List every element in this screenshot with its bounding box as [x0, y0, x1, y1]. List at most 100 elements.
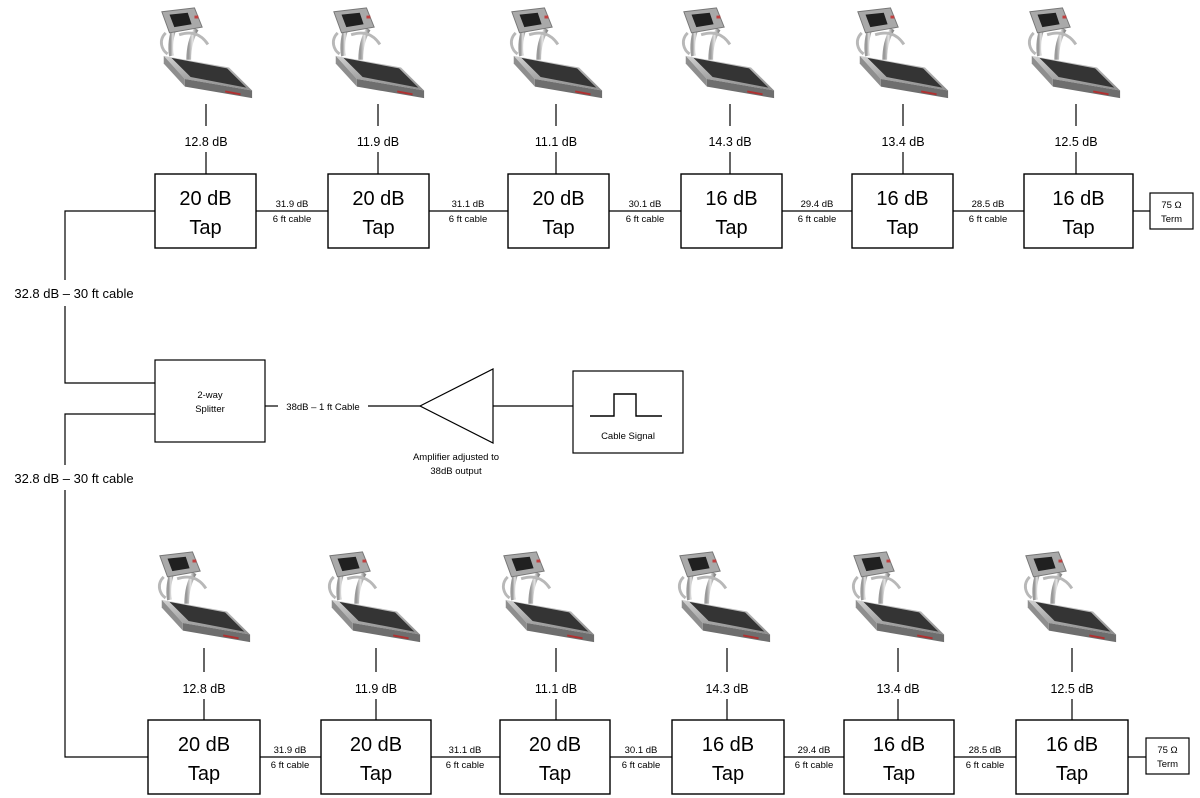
link-cable-label: 6 ft cable [966, 760, 1005, 771]
lower-link-4: 29.4 dB 6 ft cable [784, 745, 844, 771]
splitter-link-label: 38dB – 1 ft Cable [286, 402, 359, 413]
tap-value: 20 dB [350, 734, 402, 756]
pulse-waveform-icon [590, 393, 662, 417]
terminator-line2: Term [1157, 759, 1178, 770]
splitter-box [154, 359, 266, 443]
link-cable-label: 6 ft cable [622, 760, 661, 771]
drop-level-label: 11.1 dB [535, 682, 577, 696]
lower-unit-6: 12.5 dB 16 dB Tap [1015, 552, 1129, 795]
upper-unit-1: 12.8 dB 20 dB Tap [154, 8, 257, 249]
terminator-line2: Term [1161, 214, 1182, 225]
tap-value: 20 dB [352, 188, 404, 210]
tap-word: Tap [712, 763, 744, 785]
tap-box [1023, 173, 1134, 249]
tap-value: 20 dB [532, 188, 584, 210]
drop-level-label: 12.8 dB [184, 135, 227, 149]
lower-link-2: 31.1 dB 6 ft cable [431, 745, 500, 771]
feed-cable-line [64, 413, 155, 465]
amplifier: Amplifier adjusted to 38dB output [413, 368, 499, 477]
splitter-line1: 2-way [197, 390, 223, 401]
drop-level-label: 12.5 dB [1054, 135, 1097, 149]
feed-cable-line [64, 306, 155, 384]
drop-level-label: 13.4 dB [881, 135, 924, 149]
link-cable-label: 6 ft cable [798, 214, 837, 225]
link-cable-label: 6 ft cable [626, 214, 665, 225]
tap-value: 20 dB [178, 734, 230, 756]
upper-link-5: 28.5 dB 6 ft cable [953, 199, 1024, 225]
tap-word: Tap [188, 763, 220, 785]
link-level-label: 31.9 dB [274, 745, 307, 756]
tap-value: 16 dB [873, 734, 925, 756]
treadmill-icon [511, 8, 602, 98]
upper-unit-2: 11.9 dB 20 dB Tap [327, 8, 430, 249]
upper-feed: 32.8 dB – 30 ft cable [14, 210, 155, 384]
upper-unit-3: 11.1 dB 20 dB Tap [507, 8, 610, 249]
signal-source-box [572, 370, 684, 454]
upper-unit-6: 12.5 dB 16 dB Tap [1023, 8, 1134, 249]
tap-word: Tap [539, 763, 571, 785]
terminator-line1: 75 Ω [1161, 200, 1181, 211]
lower-feed: 32.8 dB – 30 ft cable [14, 413, 155, 758]
tap-value: 16 dB [702, 734, 754, 756]
treadmill-icon [853, 552, 944, 642]
tap-value: 16 dB [1052, 188, 1104, 210]
lower-unit-4: 14.3 dB 16 dB Tap [671, 552, 785, 795]
terminator-box [1145, 737, 1190, 775]
tap-word: Tap [362, 217, 394, 239]
link-level-label: 30.1 dB [629, 199, 662, 210]
lower-chain: 32.8 dB – 30 ft cable 12.8 dB 20 dB Tap … [14, 413, 1190, 795]
tap-word: Tap [883, 763, 915, 785]
upper-link-4: 29.4 dB 6 ft cable [782, 199, 852, 225]
treadmill-icon [857, 8, 948, 98]
tap-value: 20 dB [179, 188, 231, 210]
tap-word: Tap [715, 217, 747, 239]
treadmill-icon [159, 552, 250, 642]
lower-unit-3: 11.1 dB 20 dB Tap [499, 552, 611, 795]
drop-level-label: 12.5 dB [1050, 682, 1093, 696]
amplifier-line2: 38dB output [430, 466, 482, 477]
drop-level-label: 11.9 dB [357, 135, 399, 149]
upper-chain: 12.8 dB 20 dB Tap 11.9 dB 20 dB Tap 11.1… [14, 8, 1194, 384]
signal-source: Cable Signal [572, 370, 684, 454]
tap-word: Tap [360, 763, 392, 785]
tap-value: 20 dB [529, 734, 581, 756]
feed-cable-line [64, 490, 148, 758]
lower-link-3: 30.1 dB 6 ft cable [610, 745, 672, 771]
link-level-label: 28.5 dB [969, 745, 1002, 756]
lower-unit-5: 13.4 dB 16 dB Tap [843, 552, 955, 795]
drop-level-label: 14.3 dB [708, 135, 751, 149]
feed-label: 32.8 dB – 30 ft cable [14, 286, 133, 301]
link-level-label: 28.5 dB [972, 199, 1005, 210]
treadmill-icon [1025, 552, 1116, 642]
tap-box [147, 719, 261, 795]
upper-unit-5: 13.4 dB 16 dB Tap [851, 8, 954, 249]
upper-terminator: 75 Ω Term [1133, 192, 1194, 230]
drop-level-label: 12.8 dB [182, 682, 225, 696]
drop-level-label: 11.9 dB [355, 682, 397, 696]
treadmill-icon [683, 8, 774, 98]
lower-terminator: 75 Ω Term [1128, 737, 1190, 775]
lower-link-5: 28.5 dB 6 ft cable [954, 745, 1016, 771]
tap-word: Tap [542, 217, 574, 239]
link-level-label: 31.9 dB [276, 199, 309, 210]
tap-word: Tap [886, 217, 918, 239]
tap-word: Tap [1056, 763, 1088, 785]
lower-unit-2: 11.9 dB 20 dB Tap [320, 552, 432, 795]
drop-level-label: 14.3 dB [705, 682, 748, 696]
link-cable-label: 6 ft cable [795, 760, 834, 771]
feed-label: 32.8 dB – 30 ft cable [14, 471, 133, 486]
amplifier-icon [418, 368, 494, 444]
treadmill-icon [503, 552, 594, 642]
upper-unit-4: 14.3 dB 16 dB Tap [680, 8, 783, 249]
tap-word: Tap [189, 217, 221, 239]
link-cable-label: 6 ft cable [446, 760, 485, 771]
lower-unit-1: 12.8 dB 20 dB Tap [147, 552, 261, 795]
treadmill-icon [333, 8, 424, 98]
amplifier-line1: Amplifier adjusted to [413, 452, 499, 463]
drop-level-label: 13.4 dB [876, 682, 919, 696]
drop-level-label: 11.1 dB [535, 135, 577, 149]
upper-link-1: 31.9 dB 6 ft cable [256, 199, 328, 225]
link-cable-label: 6 ft cable [271, 760, 310, 771]
feed-cable-line [64, 210, 155, 280]
treadmill-icon [161, 8, 252, 98]
